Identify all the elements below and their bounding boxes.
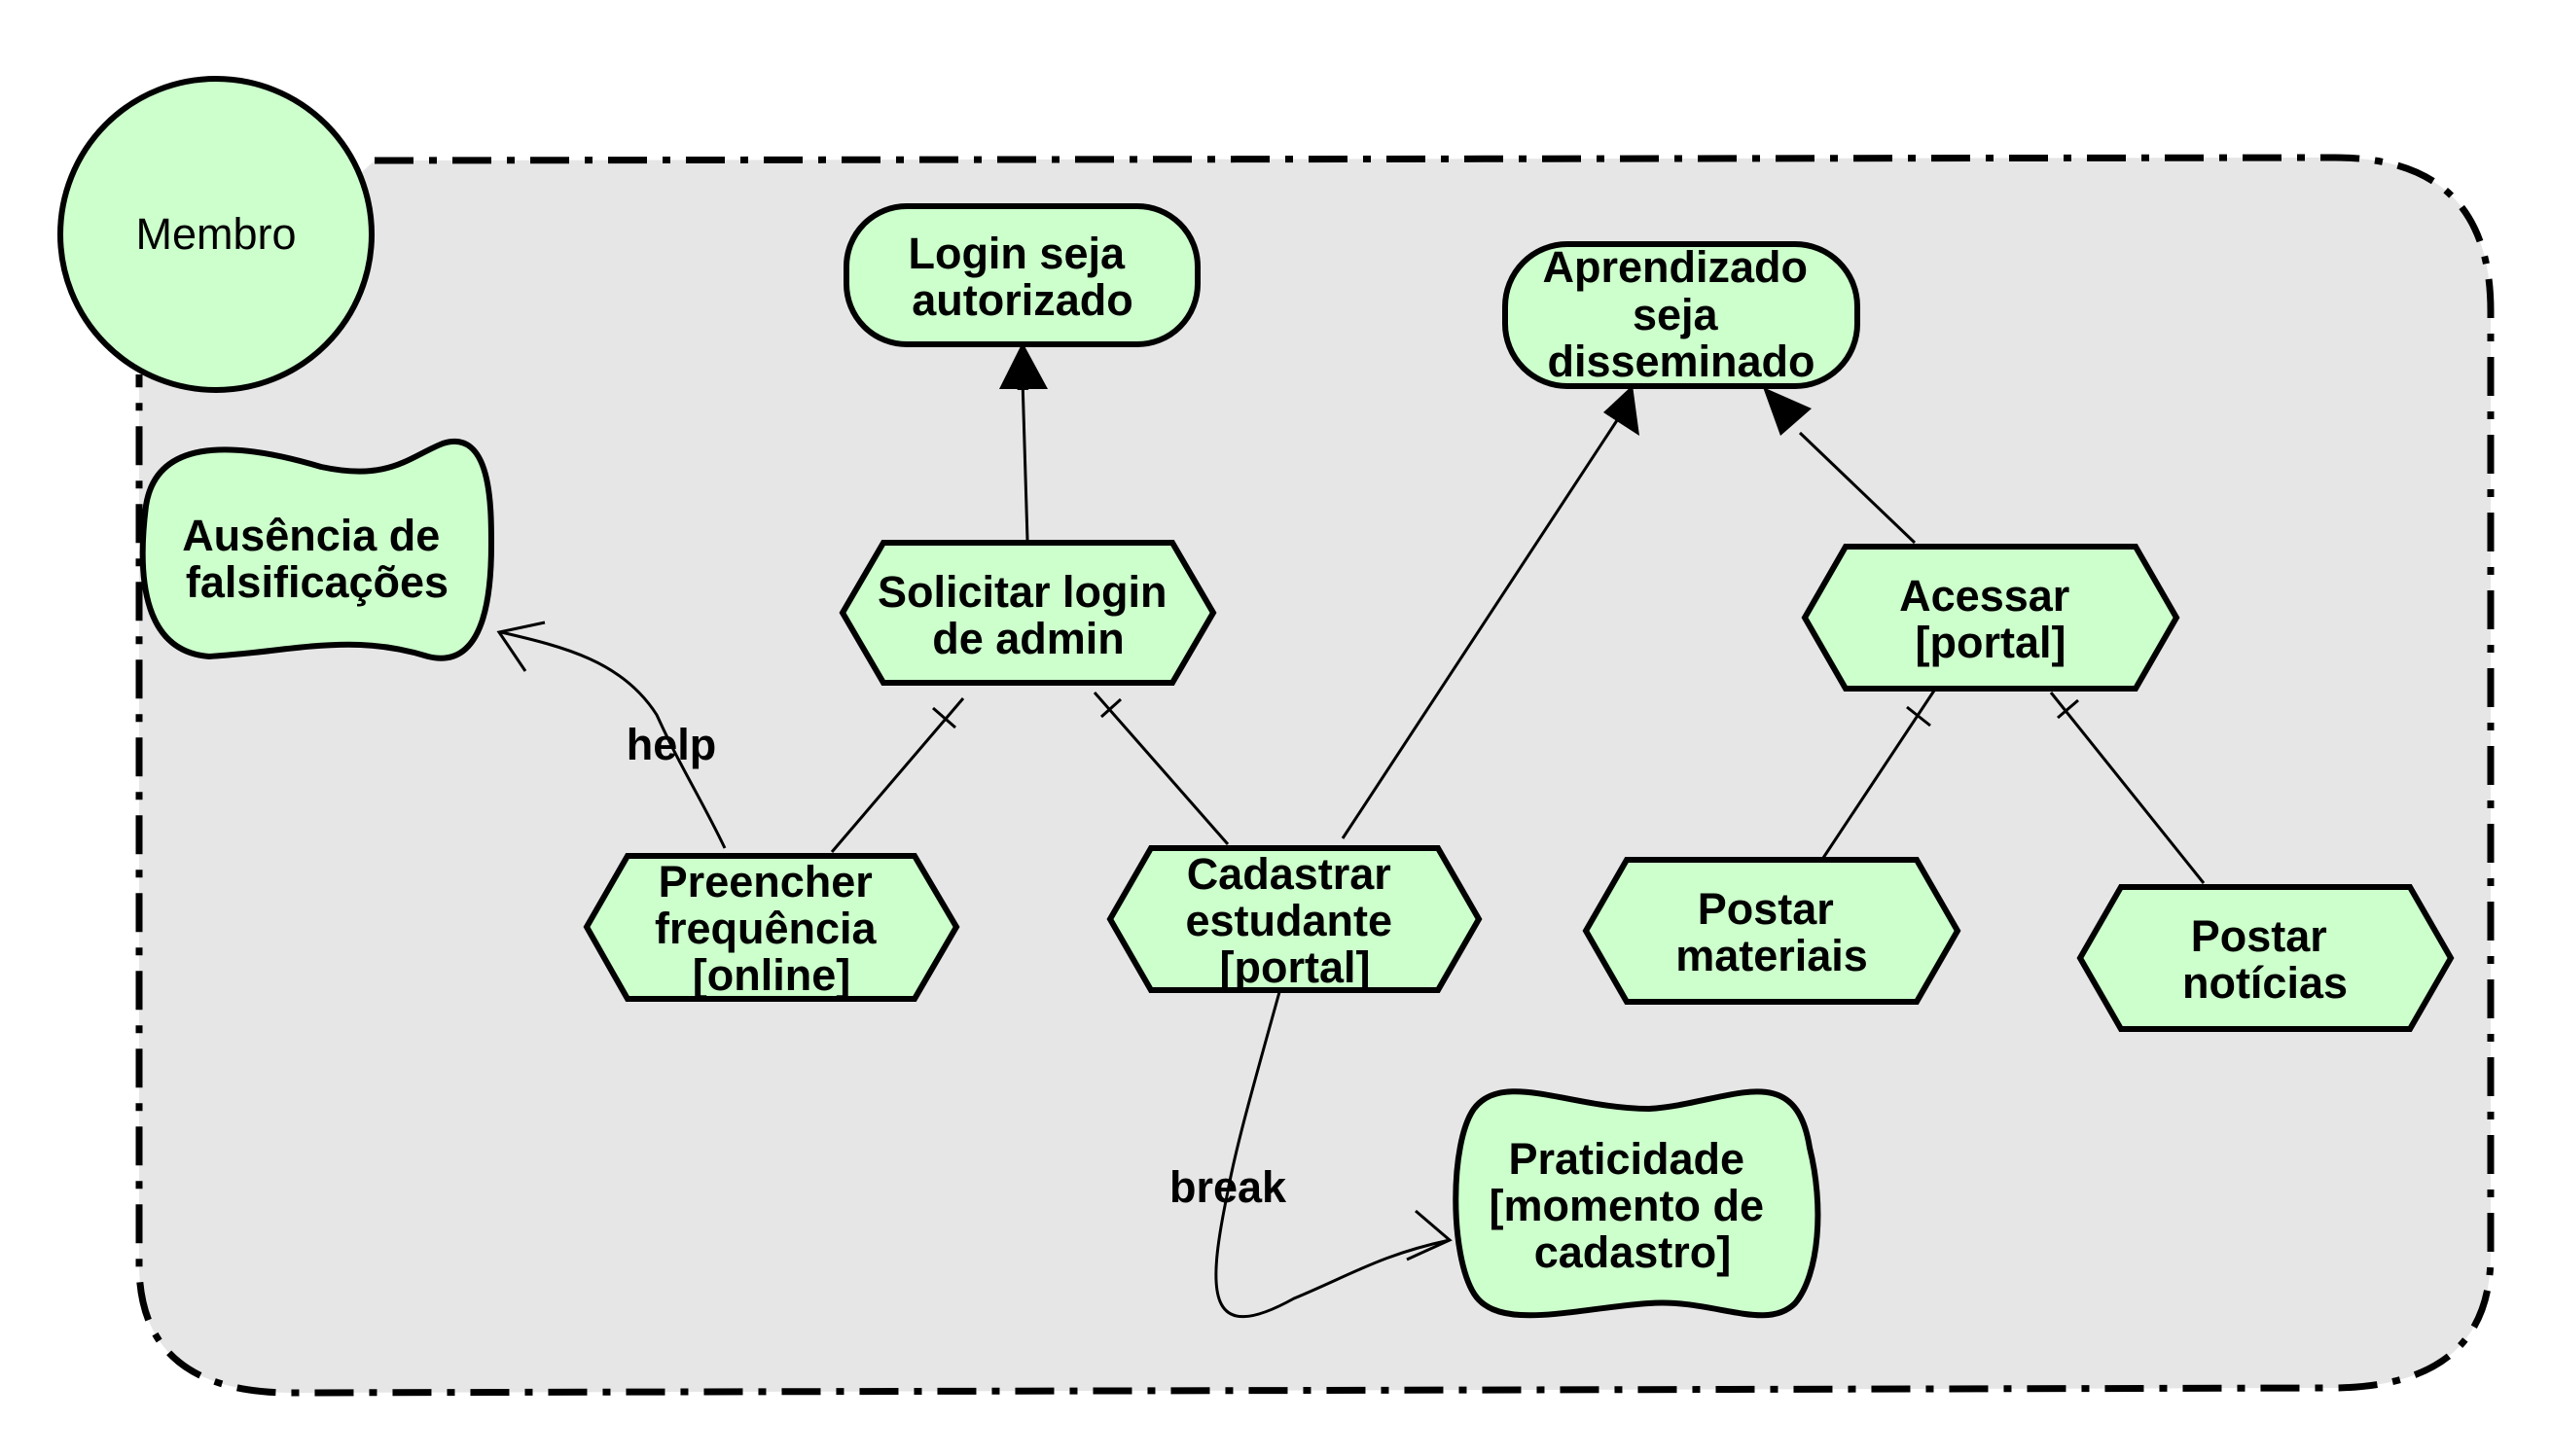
goal-learning-line-3: disseminado (1547, 337, 1814, 386)
actor-membro[interactable]: Membro (57, 76, 375, 393)
task-register-student-line-2: estudante (1185, 896, 1392, 945)
actor-boundary (135, 154, 2495, 1397)
softgoal-practicality-line-3: cadastro] (1534, 1227, 1732, 1277)
break-link (1214, 991, 1451, 1319)
break-label: break (1169, 1162, 1287, 1212)
task-fill-attendance-line-2: frequência (655, 904, 878, 953)
contribution-link-register-learning (1341, 408, 1627, 839)
svg-text:Postar materiais: Postar materiais (1675, 884, 1868, 980)
task-post-news[interactable]: Postar notícias (2076, 884, 2455, 1032)
help-label: help (627, 720, 717, 769)
task-post-materials[interactable]: Postar materiais (1582, 857, 1961, 1005)
help-link (500, 630, 727, 849)
contribution-link-login (1017, 378, 1029, 541)
help-arrowhead (496, 621, 546, 672)
actor-label: Membro (135, 209, 296, 259)
softgoal-practicality[interactable]: Praticidade [momento de cadastro] (1453, 1088, 1821, 1319)
svg-text:Postar notícias: Postar notícias (2182, 911, 2348, 1008)
task-fill-attendance[interactable]: Preencher frequência [online] (583, 853, 960, 1002)
decomposition-link-news (2049, 692, 2206, 884)
task-request-login-line-2: de admin (932, 614, 1125, 663)
task-request-login-line-1: Solicitar login (878, 567, 1168, 617)
contribution-link-access-learning (1798, 431, 1917, 545)
task-register-student-line-1: Cadastrar (1187, 849, 1391, 899)
goal-learning-line-1: Aprendizado (1542, 242, 1808, 292)
softgoal-no-forgery[interactable]: Ausência de falsificações (139, 438, 495, 661)
svg-text:Cadastrar estudante: Cadastrar estudante [portal] (1185, 849, 1404, 992)
arrowhead-learning-left (1603, 385, 1639, 436)
task-post-materials-line-2: materiais (1675, 931, 1868, 980)
decomposition-link-materials (1821, 690, 1936, 859)
goal-login-authorized[interactable]: Login seja autorizado (844, 203, 1201, 347)
goal-learning-line-2: seja (1633, 290, 1719, 339)
decomposition-tick-fill (932, 706, 956, 729)
softgoal-practicality-line-1: Praticidade (1508, 1134, 1744, 1184)
decomposition-tick-news (2057, 698, 2079, 720)
goal-login-line-2: autorizado (912, 275, 1133, 325)
svg-text:Aprendizado seja d: Aprendizado seja disseminado (1542, 242, 1819, 386)
arrowhead-learning-right (1763, 387, 1812, 436)
goal-learning-disseminated[interactable]: Aprendizado seja disseminado (1502, 241, 1860, 389)
task-access-portal-line-2: [portal] (1916, 618, 2066, 667)
break-arrowhead (1406, 1209, 1453, 1261)
svg-text:Ausência de falsificaçõe: Ausência de falsificações (182, 511, 452, 607)
svg-text:Praticidade [momento de: Praticidade [momento de cadastro] (1489, 1134, 1776, 1277)
task-request-admin-login[interactable]: Solicitar login de admin (839, 540, 1217, 686)
decomposition-link-fill (830, 697, 965, 853)
task-access-portal-line-1: Acessar (1899, 571, 2069, 621)
task-post-news-line-2: notícias (2182, 958, 2348, 1008)
arrowhead-login (999, 342, 1048, 389)
svg-text:Acessar [portal]: Acessar [portal] (1899, 571, 2082, 667)
decomposition-link-register (1093, 692, 1230, 845)
task-register-student-line-3: [portal] (1220, 942, 1371, 992)
task-access-portal[interactable]: Acessar [portal] (1801, 544, 2180, 692)
task-post-news-line-1: Postar (2191, 911, 2327, 961)
softgoal-no-forgery-line-2: falsificações (186, 557, 449, 607)
softgoal-no-forgery-line-1: Ausência de (182, 511, 440, 560)
task-fill-attendance-line-1: Preencher (659, 857, 873, 906)
task-register-student[interactable]: Cadastrar estudante [portal] (1106, 845, 1483, 993)
softgoal-practicality-line-2: [momento de (1489, 1181, 1764, 1230)
goal-login-line-1: Login seja (908, 229, 1126, 278)
decomposition-tick-register (1099, 697, 1123, 719)
svg-text:Preencher frequência: Preencher frequência [online] (655, 857, 888, 1000)
svg-text:Login seja autorizado: Login seja autorizado (908, 229, 1136, 325)
task-post-materials-line-1: Postar (1698, 884, 1834, 934)
task-fill-attendance-line-3: [online] (693, 950, 850, 1000)
svg-text:Solicitar login de admin: Solicitar login de admin (878, 567, 1179, 663)
decomposition-tick-materials (1906, 705, 1931, 728)
